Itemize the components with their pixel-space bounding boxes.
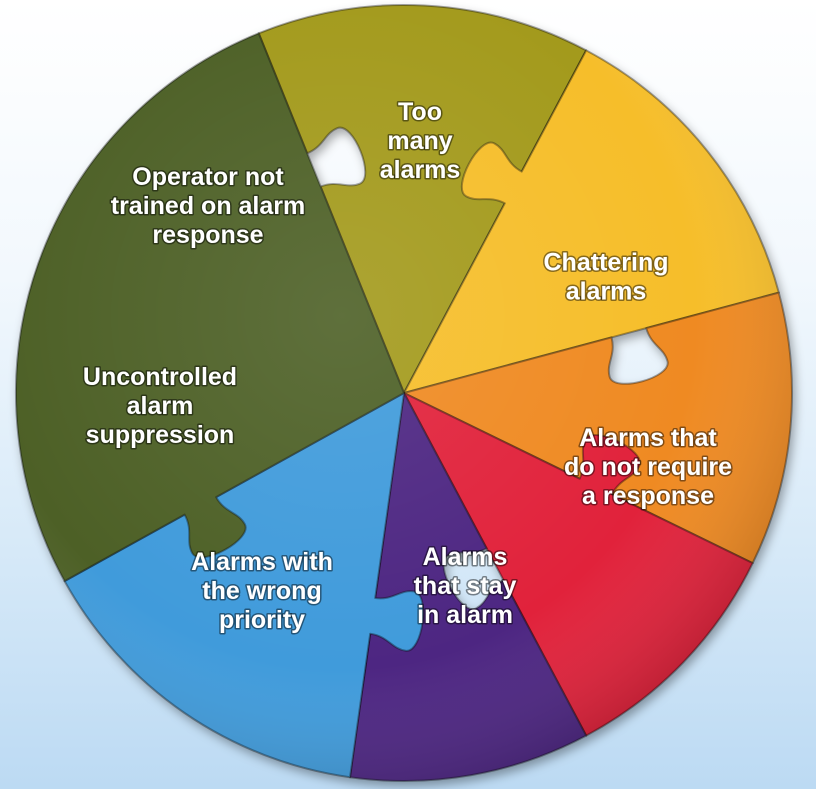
label-line: Uncontrolled	[83, 363, 237, 391]
label-line: suppression	[86, 421, 235, 449]
label-line: alarms	[380, 156, 461, 184]
label-line: the wrong	[202, 577, 321, 605]
label-line: Alarms that	[579, 424, 717, 452]
label-line: a response	[582, 482, 714, 510]
label-line: Too	[398, 98, 442, 126]
label-line: do not require	[564, 453, 732, 481]
label-line: Alarms	[423, 543, 508, 571]
label-line: Operator not	[132, 163, 284, 191]
label-line: response	[152, 221, 263, 249]
label-line: trained on alarm	[111, 192, 306, 220]
label-line: Alarms with	[191, 548, 333, 576]
label-line: that stay	[414, 572, 517, 600]
label-line: many	[387, 127, 452, 155]
label-line: in alarm	[417, 601, 513, 629]
label-line: Chattering	[544, 249, 669, 277]
label-line: alarms	[566, 278, 647, 306]
label-line: priority	[219, 606, 305, 634]
label-line: alarm	[127, 392, 194, 420]
